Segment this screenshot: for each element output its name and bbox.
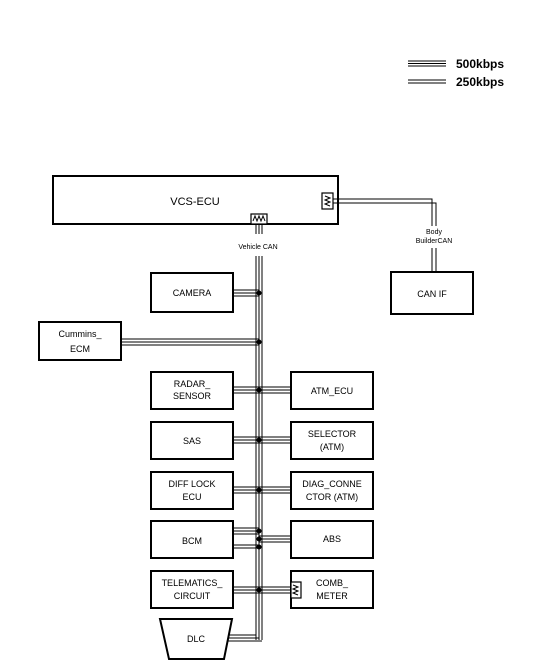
selector-node: SELECTOR (ATM)	[290, 421, 374, 460]
can-if-node: CAN IF	[390, 271, 474, 315]
diag-connector-node: DIAG_CONNE CTOR (ATM)	[290, 471, 374, 510]
radar-label-1: RADAR_	[174, 379, 212, 389]
cummins-label-1: Cummins_	[58, 329, 102, 339]
legend: 500kbps 250kbps	[408, 57, 504, 89]
body-builder-label-2: BuilderCAN	[416, 238, 453, 245]
atm-ecu-label: ATM_ECU	[311, 386, 353, 396]
diag-label-2: CTOR (ATM)	[306, 492, 358, 502]
cummins-label-2: ECM	[70, 344, 90, 354]
vehicle-can-label: Vehicle CAN	[238, 244, 277, 251]
body-builder-can-line: Body BuilderCAN	[333, 198, 453, 272]
sas-label: SAS	[183, 436, 201, 446]
vcs-ecu-node: VCS-ECU	[52, 175, 339, 225]
telematics-label-2: CIRCUIT	[174, 591, 211, 601]
comb-meter-node: COMB_ METER	[290, 570, 374, 609]
camera-node: CAMERA	[150, 272, 234, 313]
sas-node: SAS	[150, 421, 234, 460]
dlc-node: DLC	[158, 618, 234, 660]
telematics-node: TELEMATICS_ CIRCUIT	[150, 570, 234, 609]
vehicle-can-bus: Vehicle CAN	[238, 224, 278, 640]
comb-meter-label-2: METER	[316, 591, 348, 601]
bcm-label: BCM	[182, 536, 202, 546]
bus-junctions	[256, 290, 262, 593]
atm-ecu-node: ATM_ECU	[290, 371, 374, 410]
radar-sensor-node: RADAR_ SENSOR	[150, 371, 234, 410]
diff-lock-label-1: DIFF LOCK	[168, 479, 215, 489]
diff-lock-node: DIFF LOCK ECU	[150, 471, 234, 510]
diag-label-1: DIAG_CONNE	[302, 479, 362, 489]
comb-meter-label-1: COMB_	[316, 578, 349, 588]
legend-250kbps: 250kbps	[456, 75, 504, 89]
abs-node: ABS	[290, 520, 374, 559]
can-if-label: CAN IF	[417, 289, 447, 299]
body-builder-label-1: Body	[426, 229, 442, 236]
dlc-label: DLC	[187, 634, 206, 644]
legend-500kbps: 500kbps	[456, 57, 504, 71]
cummins-ecm-node: Cummins_ ECM	[38, 321, 122, 361]
radar-label-2: SENSOR	[173, 391, 212, 401]
abs-label: ABS	[323, 534, 341, 544]
selector-label-1: SELECTOR	[308, 429, 357, 439]
bus-branches	[121, 289, 294, 642]
telematics-label-1: TELEMATICS_	[162, 578, 224, 588]
camera-label: CAMERA	[173, 288, 212, 298]
diff-lock-label-2: ECU	[182, 492, 201, 502]
bcm-node: BCM	[150, 520, 234, 559]
vcs-ecu-label: VCS-ECU	[170, 196, 220, 208]
selector-label-2: (ATM)	[320, 442, 344, 452]
